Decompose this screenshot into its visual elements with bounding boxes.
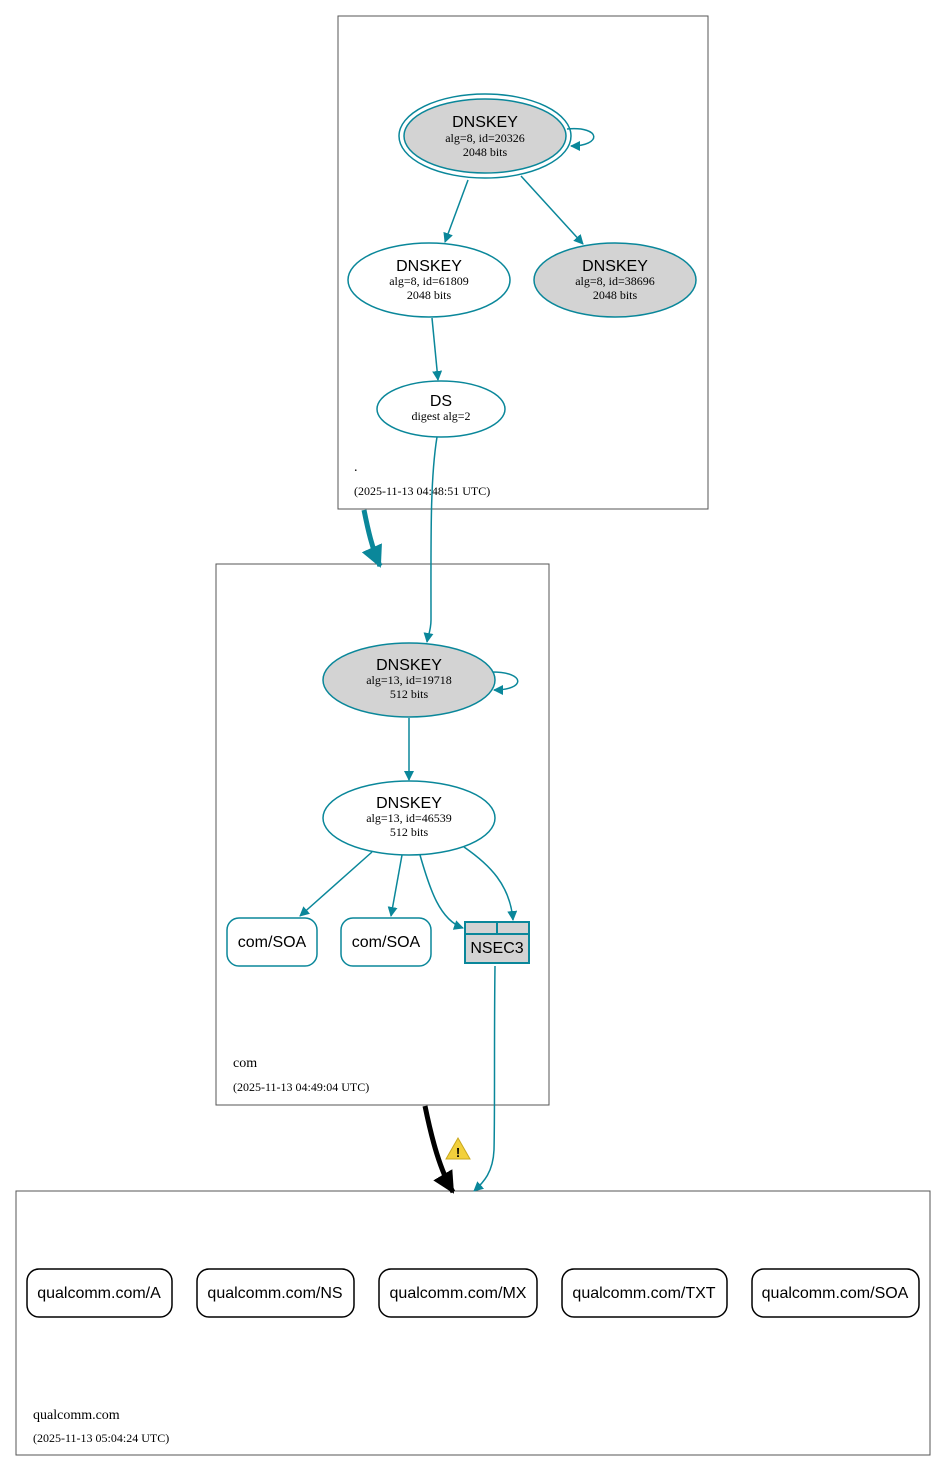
dnskey-alg: alg=8, id=38696 <box>575 274 655 288</box>
edge-ksk-to-38696 <box>520 175 584 245</box>
nsec3-label: NSEC3 <box>470 940 523 957</box>
dnskey-title: DNSKEY <box>376 657 442 674</box>
zone-com-timestamp: (2025-11-13 04:49:04 UTC) <box>233 1080 369 1094</box>
dnskey-title: DNSKEY <box>376 795 442 812</box>
dnskey-bits: 512 bits <box>390 825 429 839</box>
dnskey-title: DNSKEY <box>452 114 518 131</box>
zone-root-timestamp: (2025-11-13 04:48:51 UTC) <box>354 484 490 498</box>
zone-com-box <box>215 563 550 1106</box>
edge-ksk-self <box>566 127 595 151</box>
zone-qualcomm-name: qualcomm.com <box>33 1408 120 1423</box>
dnskey-title: DNSKEY <box>582 258 648 275</box>
dnskey-node-46539[interactable]: DNSKEY alg=13, id=46539 512 bits <box>322 780 496 856</box>
com-soa-label: com/SOA <box>238 934 307 951</box>
ds-node[interactable]: DS digest alg=2 <box>376 380 506 438</box>
record-node-a[interactable]: qualcomm.com/A <box>26 1268 173 1318</box>
dnskey-bits: 2048 bits <box>463 145 508 159</box>
edge-com-zsk-to-soa1 <box>299 851 373 917</box>
edge-delegation-root-com <box>361 509 383 568</box>
edge-com-ksk-self <box>491 671 519 695</box>
zone-root-name: . <box>354 460 358 475</box>
edge-ksk-to-zsk <box>443 179 469 243</box>
dnskey-bits: 2048 bits <box>593 288 638 302</box>
edge-nsec3-to-qualcomm <box>473 965 496 1192</box>
record-label: qualcomm.com/SOA <box>762 1285 909 1302</box>
dnskey-node-20326[interactable]: DNSKEY alg=8, id=20326 2048 bits <box>398 93 572 179</box>
dnskey-node-38696[interactable]: DNSKEY alg=8, id=38696 2048 bits <box>533 242 697 318</box>
edge-delegation-com-qualcomm <box>422 1105 456 1194</box>
com-soa-node-1[interactable]: com/SOA <box>226 917 318 967</box>
warning-icon[interactable]: ! <box>445 1136 471 1160</box>
ds-digest: digest alg=2 <box>411 409 470 423</box>
edge-com-zsk-to-soa2 <box>387 854 403 917</box>
record-label: qualcomm.com/TXT <box>572 1285 715 1302</box>
record-node-txt[interactable]: qualcomm.com/TXT <box>561 1268 728 1318</box>
dnskey-alg: alg=13, id=46539 <box>366 811 452 825</box>
dnskey-node-61809[interactable]: DNSKEY alg=8, id=61809 2048 bits <box>347 242 511 318</box>
com-soa-node-2[interactable]: com/SOA <box>340 917 432 967</box>
dnskey-title: DNSKEY <box>396 258 462 275</box>
dnskey-bits: 2048 bits <box>407 288 452 302</box>
dnskey-alg: alg=8, id=61809 <box>389 274 469 288</box>
ds-title: DS <box>430 393 452 410</box>
record-node-ns[interactable]: qualcomm.com/NS <box>196 1268 355 1318</box>
zone-root-box <box>337 15 709 510</box>
dnskey-alg: alg=13, id=19718 <box>366 673 452 687</box>
com-soa-label: com/SOA <box>352 934 421 951</box>
record-label: qualcomm.com/A <box>37 1285 161 1302</box>
dnskey-node-19718[interactable]: DNSKEY alg=13, id=19718 512 bits <box>322 642 496 718</box>
record-node-mx[interactable]: qualcomm.com/MX <box>378 1268 538 1318</box>
edge-ds-to-com-ksk <box>423 436 438 643</box>
dnskey-bits: 512 bits <box>390 687 429 701</box>
zone-qualcomm-timestamp: (2025-11-13 05:04:24 UTC) <box>33 1431 169 1445</box>
edge-zsk-to-ds <box>431 317 443 381</box>
svg-text:!: ! <box>456 1145 460 1160</box>
nsec3-node[interactable]: NSEC3 <box>464 921 530 964</box>
edge-com-zsk-to-nsec3-a <box>419 854 464 930</box>
record-label: qualcomm.com/MX <box>390 1285 527 1302</box>
edge-com-zsk-to-nsec3-b <box>463 846 518 921</box>
record-label: qualcomm.com/NS <box>207 1285 342 1302</box>
record-node-soa[interactable]: qualcomm.com/SOA <box>751 1268 920 1318</box>
zone-qualcomm-box <box>15 1190 931 1456</box>
dnskey-alg: alg=8, id=20326 <box>445 131 525 145</box>
zone-com-name: com <box>233 1056 257 1071</box>
